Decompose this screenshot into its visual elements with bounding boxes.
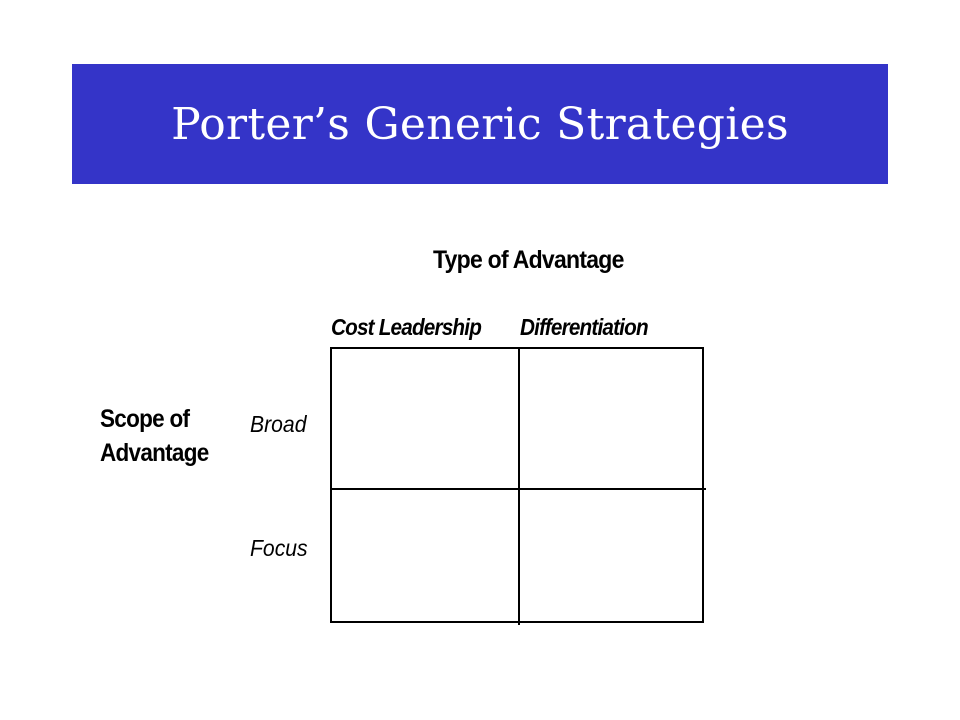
row-axis-title: Scope of Advantage [100, 402, 209, 470]
strategy-matrix [330, 347, 706, 625]
title-band: Porter’s Generic Strategies [72, 64, 888, 184]
row-header-broad: Broad [250, 411, 307, 437]
matrix-cell-focus-differentiation [520, 490, 706, 625]
row-axis-title-line-1: Scope of [100, 405, 190, 433]
matrix-cell-broad-cost-leadership [332, 349, 520, 490]
column-axis-title: Type of Advantage [433, 246, 624, 274]
slide-title: Porter’s Generic Strategies [171, 98, 789, 150]
row-header-focus: Focus [250, 535, 308, 561]
matrix-cell-focus-cost-leadership [332, 490, 520, 625]
row-axis-title-line-2: Advantage [100, 439, 209, 467]
column-header-cost-leadership: Cost Leadership [331, 314, 482, 340]
column-header-differentiation: Differentiation [520, 314, 649, 340]
matrix-cell-broad-differentiation [520, 349, 706, 490]
